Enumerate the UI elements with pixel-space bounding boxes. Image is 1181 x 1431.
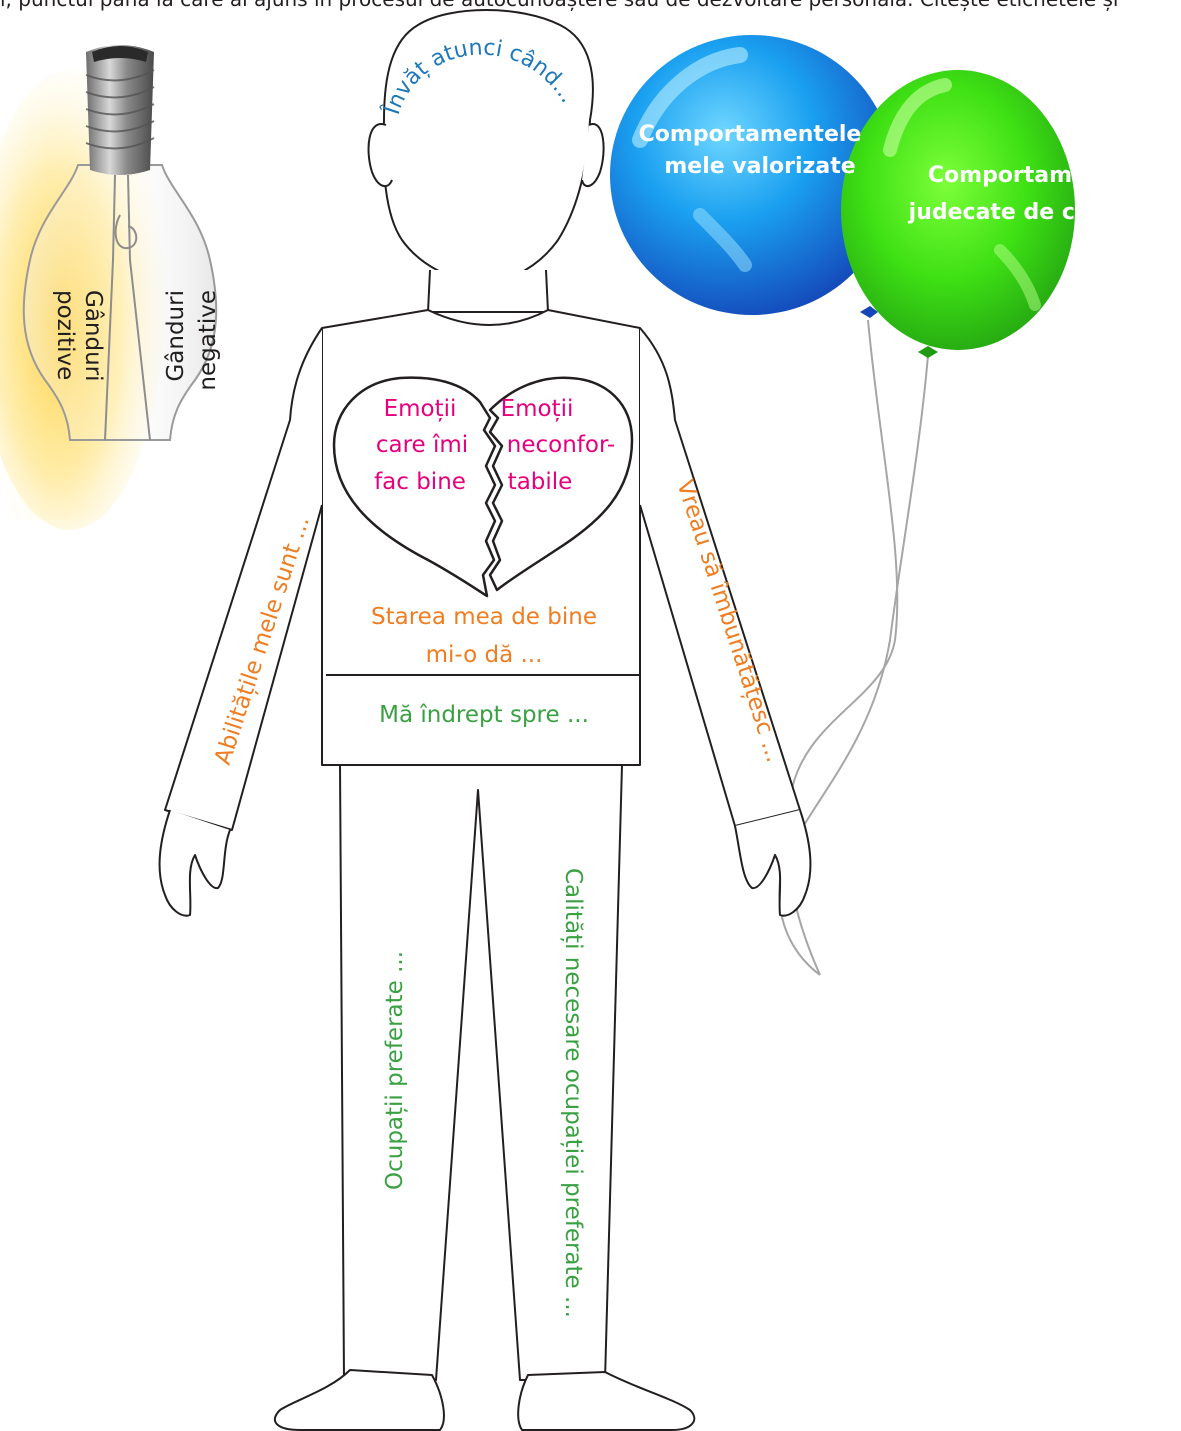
bulb-positive-line2: pozitive bbox=[52, 290, 78, 380]
wellbeing-line1: Starea mea de bine bbox=[371, 604, 597, 630]
left-ear bbox=[367, 123, 393, 188]
heart-left-line3: fac bine bbox=[374, 469, 466, 495]
heart-right-line2: neconfor- bbox=[507, 432, 615, 458]
bulb-positive-line1: Gânduri bbox=[80, 290, 106, 382]
bulb-glass bbox=[22, 164, 218, 441]
heart-right-line1: Emoții bbox=[501, 396, 574, 422]
broken-heart bbox=[332, 376, 634, 598]
bulb-negative-line1: Gânduri bbox=[163, 290, 189, 382]
heart-right-line3: tabile bbox=[508, 469, 573, 495]
left-hand bbox=[158, 809, 231, 917]
left-leg-label: Ocupații preferate ... bbox=[382, 951, 408, 1190]
green-balloon-line1: Comportamente bbox=[928, 163, 1128, 188]
wellbeing-line2: mi-o dă ... bbox=[426, 642, 543, 668]
heart-left-line2: care îmi bbox=[376, 432, 468, 458]
right-ear bbox=[581, 123, 605, 188]
neck bbox=[427, 269, 549, 313]
bulb-negative-line2: negative bbox=[195, 290, 221, 391]
light-bulb: Gânduri pozitive Gânduri negative bbox=[0, 45, 221, 530]
green-balloon bbox=[841, 70, 1075, 358]
heart-left-half bbox=[332, 376, 497, 598]
green-balloon-line2: judecate de ceilalți bbox=[908, 200, 1146, 225]
bulb-base bbox=[85, 45, 155, 175]
left-shoe bbox=[273, 1369, 445, 1431]
blue-balloon-line1: Comportamentele bbox=[639, 122, 862, 147]
heart-left-line1: Emoții bbox=[384, 396, 457, 422]
blue-balloon-line2: mele valorizate bbox=[664, 154, 855, 179]
right-shoe bbox=[517, 1371, 696, 1431]
left-arm bbox=[164, 327, 323, 831]
heart-right-half bbox=[488, 376, 634, 592]
direction-label: Mă îndrept spre ... bbox=[379, 702, 589, 728]
blue-balloon bbox=[610, 35, 894, 318]
right-leg-label: Calități necesare ocupației preferate ..… bbox=[560, 868, 586, 1318]
header-cut-text: i, punctul până la care ai ajuns în proc… bbox=[0, 0, 1119, 11]
right-hand bbox=[734, 809, 812, 917]
right-arm bbox=[639, 327, 801, 827]
bulb-filament bbox=[104, 174, 151, 441]
